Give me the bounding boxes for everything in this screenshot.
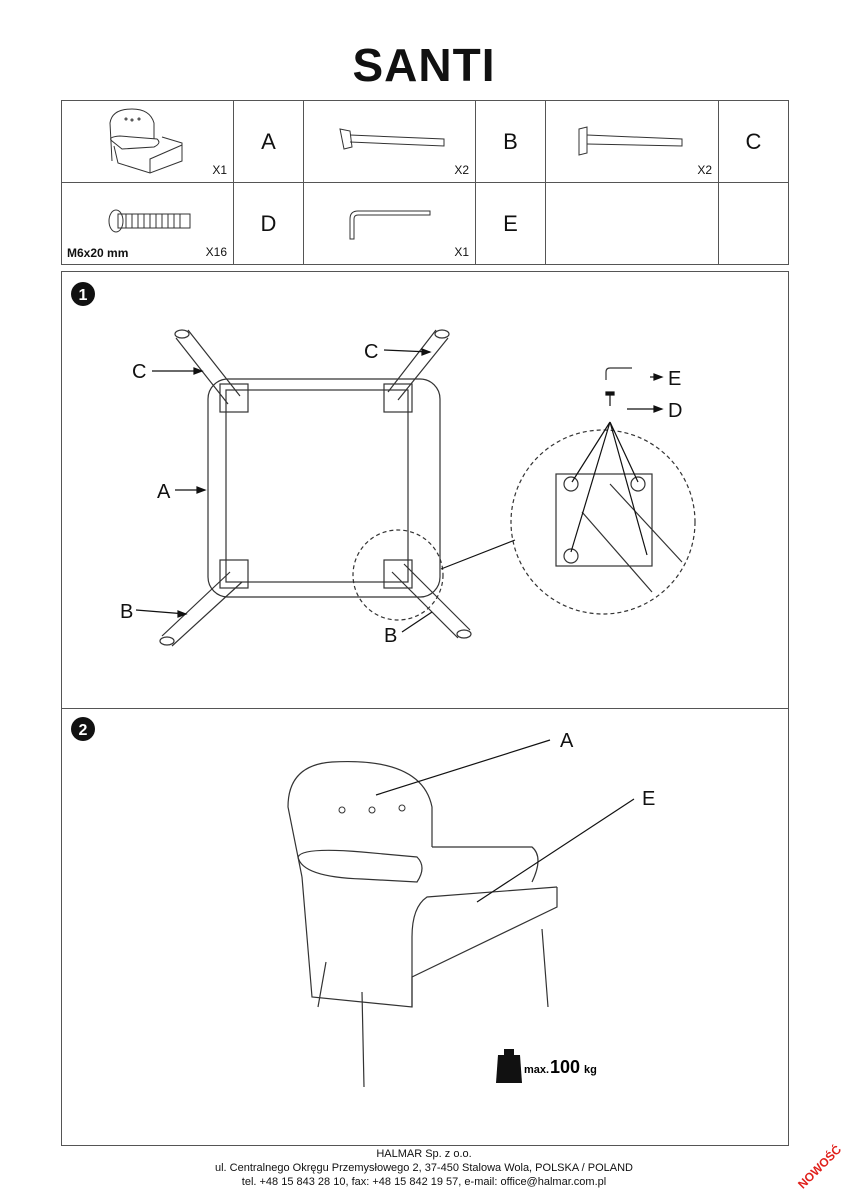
label-c-right: C	[364, 341, 378, 363]
step-2-number: 2	[79, 722, 88, 739]
part-d-spec: M6x20 mm	[67, 246, 129, 260]
step-2-panel: 2 A E max. 100 kg	[61, 707, 789, 1146]
label-c-left: C	[132, 361, 146, 383]
allen-key-icon	[349, 210, 431, 240]
empty-cell	[718, 182, 789, 265]
label-b-left: B	[120, 601, 133, 623]
label-e: E	[642, 788, 655, 810]
weight-icon	[496, 1049, 522, 1083]
part-c-cell: X2	[545, 100, 719, 183]
max-prefix: max.	[524, 1064, 549, 1076]
empty-cell	[545, 182, 719, 265]
footer-address: ul. Centralnego Okręgu Przemysłowego 2, …	[214, 1162, 633, 1174]
part-d-cell: M6x20 mm X16	[61, 182, 234, 265]
part-b-cell: X2	[303, 100, 476, 183]
part-a-cell: X1	[61, 100, 234, 183]
footer-company: HALMAR Sp. z o.o.	[376, 1148, 472, 1160]
label-a: A	[560, 730, 574, 752]
part-e-label: E	[475, 182, 546, 265]
part-e-cell: X1	[303, 182, 476, 265]
step-1-diagram: 1 C	[71, 282, 696, 647]
part-a-label: A	[233, 100, 304, 183]
step-1-number: 1	[79, 287, 88, 304]
label-a: A	[157, 481, 171, 503]
leg-icon	[578, 126, 683, 156]
part-d-label: D	[233, 182, 304, 265]
part-b-label: B	[475, 100, 546, 183]
max-load-value: 100	[550, 1057, 580, 1077]
part-b-qty: X2	[454, 163, 469, 177]
part-c-label: C	[718, 100, 789, 183]
footer-contact: tel. +48 15 843 28 10, fax: +48 15 842 1…	[241, 1176, 607, 1188]
footer: HALMAR Sp. z o.o. ul. Centralnego Okręgu…	[0, 1147, 848, 1189]
label-b-right: B	[384, 625, 397, 647]
leg-icon	[339, 128, 445, 150]
part-a-qty: X1	[212, 163, 227, 177]
label-e: E	[668, 368, 681, 390]
parts-table: X1 A X2 B X2 C M6x20 mm X16 D	[61, 100, 789, 265]
max-load-unit: kg	[584, 1064, 597, 1076]
step-2-diagram: 2 A E max. 100 kg	[71, 717, 655, 1088]
label-d: D	[668, 400, 682, 422]
svg-text:max.: max.	[524, 1064, 549, 1076]
armchair-icon	[109, 108, 183, 174]
step-1-panel: 1 C	[61, 271, 789, 709]
part-c-qty: X2	[697, 163, 712, 177]
part-e-qty: X1	[454, 245, 469, 259]
bolt-icon	[108, 209, 191, 233]
document-title: SANTI	[352, 39, 496, 91]
part-d-qty: X16	[205, 245, 227, 259]
